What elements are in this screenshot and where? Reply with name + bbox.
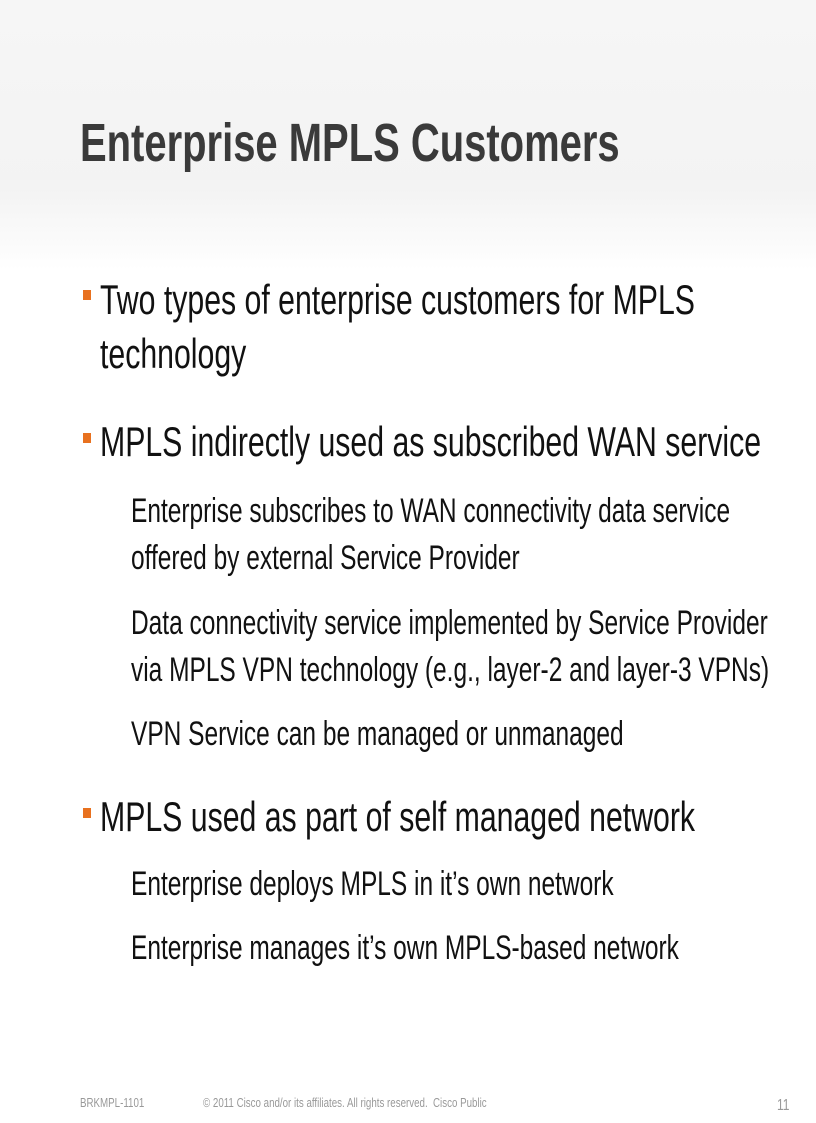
bullet-3-line-1: MPLS used as part of self managed networ… — [100, 793, 696, 840]
bullet-marker — [83, 290, 91, 300]
page-number: 11 — [777, 1097, 790, 1114]
sub-bullet: VPN Service can be managed or unmanaged — [131, 715, 624, 753]
bullet-1-line-1: Two types of enterprise customers for MP… — [100, 276, 695, 323]
sub-bullet: Enterprise subscribes to WAN connectivit… — [131, 492, 731, 530]
bullet-1-line-2: technology — [100, 330, 247, 377]
title-band — [0, 0, 816, 270]
bullet-2-line-1: MPLS indirectly used as subscribed WAN s… — [100, 418, 762, 465]
sub-bullet: Enterprise manages it’s own MPLS-based n… — [131, 929, 679, 967]
footer-session-id: BRKMPL-1101 — [80, 1095, 145, 1110]
slide-title: Enterprise MPLS Customers — [80, 113, 620, 173]
bullet-marker — [83, 433, 91, 443]
footer-copyright: © 2011 Cisco and/or its affiliates. All … — [203, 1095, 428, 1110]
footer-classification: Cisco Public — [433, 1095, 487, 1110]
bullet-marker — [83, 808, 91, 818]
sub-bullet: Data connectivity service implemented by… — [131, 604, 768, 642]
sub-bullet: Enterprise deploys MPLS in it’s own netw… — [131, 865, 614, 903]
sub-bullet: offered by external Service Provider — [131, 539, 520, 577]
sub-bullet: via MPLS VPN technology (e.g., layer-2 a… — [131, 651, 770, 689]
